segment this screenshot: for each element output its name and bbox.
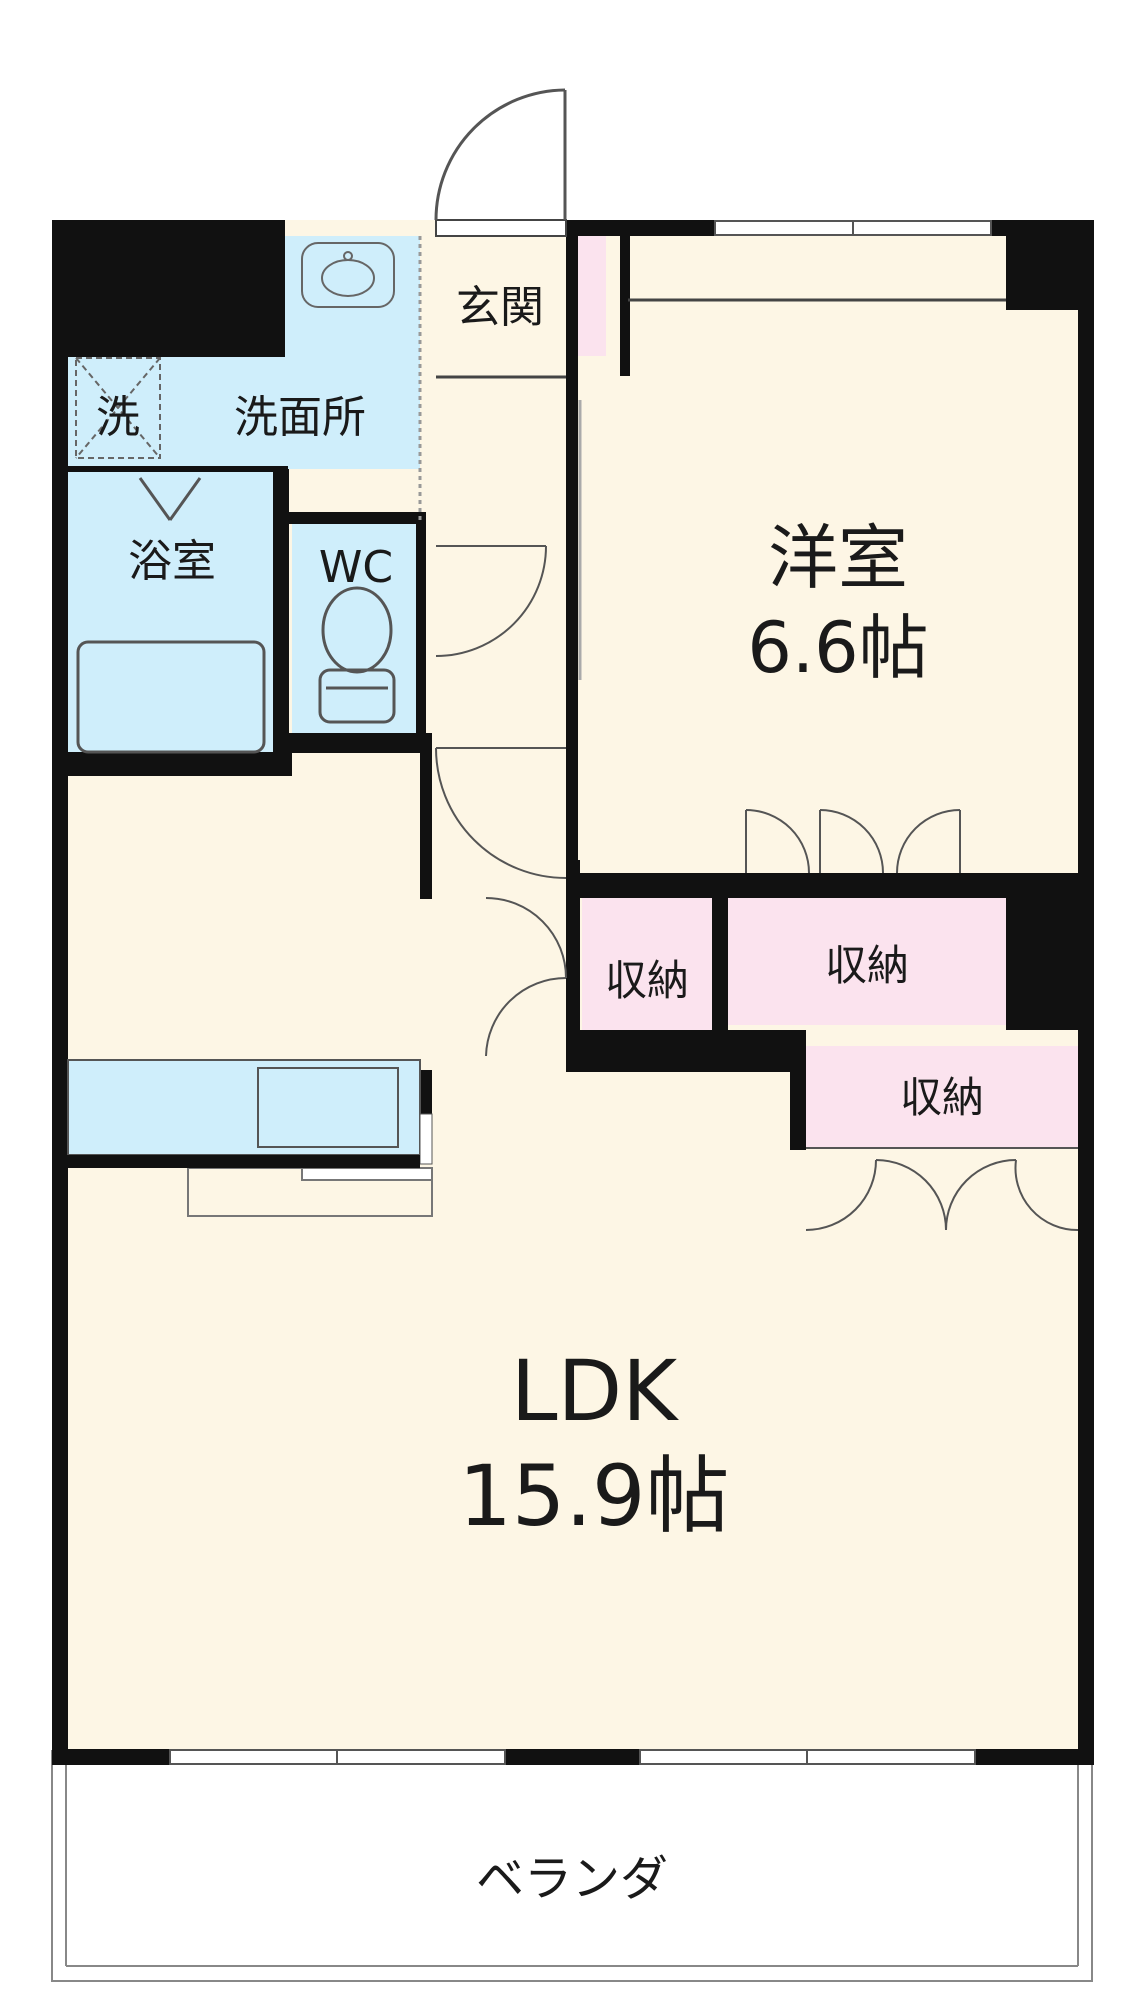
wc-label: WC [319,542,393,593]
western-room-size: 6.6帖 [747,607,928,689]
interior-walls [52,236,1084,1150]
storage-c-doors[interactable] [805,1147,1079,1232]
washroom-label: 洗面所 [234,392,366,443]
washer-pan [75,357,161,459]
floor-storage-b [728,898,1006,1025]
floor-wc [292,520,420,733]
floor-washroom-upper [285,236,420,386]
western-closet-doors[interactable] [745,809,961,874]
top-window [714,220,992,236]
storage-a-door[interactable] [485,897,567,1057]
ldk-room-name: LDK [511,1342,679,1440]
washer-label: 洗 [96,392,140,443]
western-room-name: 洋室 [768,517,908,599]
kitchen-counter [52,1059,433,1217]
storage-a-label: 収納 [605,956,689,1005]
floor-storage-a [582,898,712,1056]
entrance-door[interactable] [434,88,567,221]
bathtub [76,477,266,754]
toilet-fixture [318,586,396,724]
floor-storage-c [806,1046,1078,1148]
floor-bath [68,469,273,766]
storage-c-label: 収納 [900,1073,984,1122]
bath-label: 浴室 [128,536,216,587]
floor-balcony [51,1750,1093,1982]
storage-b-label: 収納 [825,941,909,990]
entrance-label: 玄関 [456,282,544,333]
corridor-door[interactable] [435,747,567,879]
bottom-windows [169,1749,976,1765]
sink-fixture [301,242,395,308]
wc-door[interactable] [435,545,547,657]
balcony-label: ベランダ [476,1851,668,1907]
ldk-room-size: 15.9帖 [458,1447,729,1545]
